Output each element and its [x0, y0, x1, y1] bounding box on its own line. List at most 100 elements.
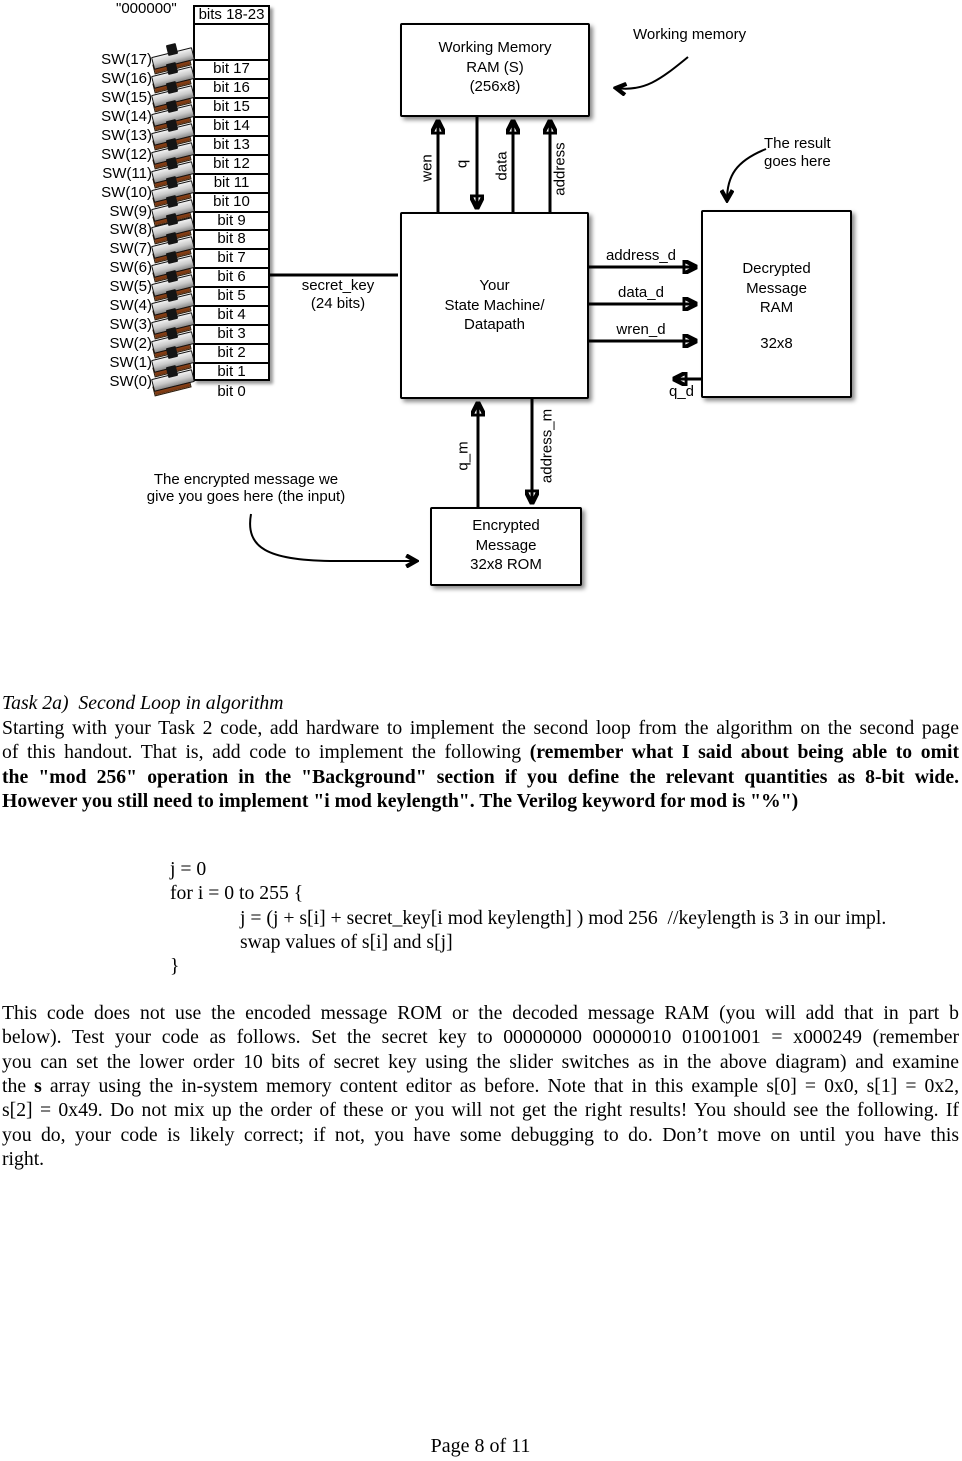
wren-d-label: wren_d	[616, 321, 666, 338]
bit-cell: bit 15	[195, 96, 268, 116]
q-m-label: q_m	[454, 441, 472, 471]
paragraph-line: s[2] = 0x49. Do not mix up the order of …	[2, 1098, 959, 1122]
switch-label: SW(4)	[109, 297, 153, 315]
paragraph-line: you do, your code is likely correct; if …	[2, 1123, 959, 1147]
bit-cell: bit 9	[195, 210, 268, 230]
bit-0-label: bit 0	[217, 383, 246, 400]
body-text: Starting with your Task 2 code, add hard…	[2, 717, 959, 739]
code-line: }	[170, 955, 180, 978]
paragraph-line: of this handout. That is, add code to im…	[2, 740, 959, 764]
switch-label: SW(10)	[101, 183, 152, 201]
bit-cell: bit 11	[195, 172, 268, 192]
encrypted-rom-label: Encrypted	[472, 517, 540, 534]
bit-cell: bit 16	[195, 77, 268, 97]
paragraph-line: right.	[2, 1147, 959, 1171]
encrypted-rom-label: Message	[475, 536, 537, 554]
body-text: right.	[2, 1147, 45, 1170]
bit-cell: bit 14	[195, 115, 268, 135]
result-annotation: The result goes here	[764, 135, 831, 170]
bold-text: s	[34, 1074, 42, 1097]
page-number: Page 8 of 11	[430, 1435, 531, 1457]
encrypted-annotation-line: The encrypted message we	[153, 471, 339, 488]
bit-cell: bit 10	[195, 191, 268, 211]
switch-label: SW(2)	[109, 335, 153, 353]
bold-text: the "mod 256" operation in the "Backgrou…	[2, 765, 959, 788]
decrypted-ram-label: Decrypted	[742, 260, 811, 277]
bit-cell: bit 17	[195, 59, 268, 78]
code-line: for i = 0 to 255 {	[170, 882, 304, 905]
working-memory-callout-arrow	[616, 56, 689, 89]
switch-label: SW(3)	[109, 316, 153, 334]
encrypted-callout-arrow	[249, 513, 416, 561]
paragraph-line: the s array using the in-system memory c…	[2, 1074, 959, 1098]
switch-label: SW(7)	[109, 240, 153, 258]
switch-label: SW(12)	[101, 145, 152, 163]
body-text: you do, your code is likely correct; if …	[2, 1123, 959, 1146]
code-line: j = (j + s[i] + secret_key[i mod keyleng…	[240, 906, 887, 929]
decrypted-ram-label: RAM	[759, 299, 794, 316]
bit-cell: bit 4	[195, 305, 268, 324]
paragraph-test-instructions: This code does not use the encoded messa…	[2, 1001, 959, 1171]
decrypted-ram-size: 32x8	[760, 334, 793, 352]
code-line: swap values of s[i] and s[j]	[240, 930, 453, 953]
bits-18-23-cell: bits 18-23	[195, 7, 268, 25]
bit-cell: bit 12	[195, 153, 268, 173]
paragraph-line: you can set the lower order 10 bits of s…	[2, 1050, 959, 1074]
switch-label: SW(1)	[109, 354, 153, 372]
body-text: of this handout. That is, add code to im…	[2, 741, 530, 764]
bit-cell: bit 3	[195, 324, 268, 343]
data-label: data	[493, 151, 511, 181]
switch-knob	[165, 42, 179, 57]
decrypted-message-ram-box: Decrypted Message RAM 32x8	[701, 210, 852, 398]
paragraph-line: the "mod 256" operation in the "Backgrou…	[2, 765, 959, 789]
body-text: the	[2, 1074, 35, 1097]
constant-000000-label: "000000"	[116, 0, 177, 17]
bold-text: However you still need to implement "i m…	[2, 789, 799, 812]
bit-cell: bit 8	[195, 229, 268, 248]
secret-key-width: (24 bits)	[310, 295, 366, 312]
bit-cell: bit 5	[195, 286, 268, 305]
encrypted-message-rom-box: Encrypted Message 32x8 ROM	[430, 507, 582, 586]
switch-label: SW(16)	[101, 69, 152, 87]
switch-label: SW(9)	[109, 202, 153, 220]
bit-cell: bit 2	[195, 343, 268, 362]
switch-label: SW(5)	[109, 278, 153, 296]
q-label: q	[453, 159, 471, 169]
block-diagram: Working Memory RAM (S) (256x8) Your Stat…	[0, 0, 962, 660]
result-annotation-line: The result	[764, 135, 831, 152]
body-text: array using the in-system memory content…	[41, 1074, 959, 1097]
switch-label: SW(13)	[101, 126, 152, 144]
encrypted-annotation-line: give you goes here (the input)	[146, 488, 346, 505]
decrypted-ram-label: Message	[746, 279, 807, 297]
paragraph-line: However you still need to implement "i m…	[2, 789, 959, 813]
paragraph-line: This code does not use the encoded messa…	[2, 1001, 959, 1025]
body-text: s[2] = 0x49. Do not mix up the order of …	[2, 1099, 959, 1122]
result-annotation-line: goes here	[764, 152, 831, 170]
paragraph-task-description: Starting with your Task 2 code, add hard…	[2, 716, 959, 813]
body-text: below). Test your code as follows. Set t…	[2, 1026, 959, 1049]
bit-cell: bit 6	[195, 267, 268, 286]
working-memory-box: Working Memory RAM (S) (256x8)	[400, 23, 590, 117]
working-memory-annotation: Working memory	[633, 26, 747, 43]
address-label: address	[551, 142, 569, 196]
switch-label: SW(17)	[101, 51, 152, 68]
working-memory-label: (256x8)	[469, 78, 521, 95]
switch-label: SW(0)	[109, 372, 153, 390]
switch-label: SW(14)	[101, 107, 152, 125]
code-line: j = 0	[170, 858, 207, 880]
bit-cell: bit 7	[195, 248, 268, 267]
working-memory-label: Working Memory	[438, 39, 552, 56]
switch-label: SW(11)	[102, 164, 152, 182]
paragraph-line: Starting with your Task 2 code, add hard…	[2, 716, 959, 740]
state-machine-label: State Machine/	[444, 296, 545, 314]
state-machine-label: Datapath	[464, 316, 525, 333]
body-text: This code does not use the encoded messa…	[2, 1002, 959, 1024]
secret-key-name: secret_key	[301, 277, 375, 294]
bit-cell: bit 1	[195, 362, 268, 381]
state-machine-box: Your State Machine/ Datapath	[400, 212, 589, 399]
address-d-label: address_d	[605, 247, 677, 264]
